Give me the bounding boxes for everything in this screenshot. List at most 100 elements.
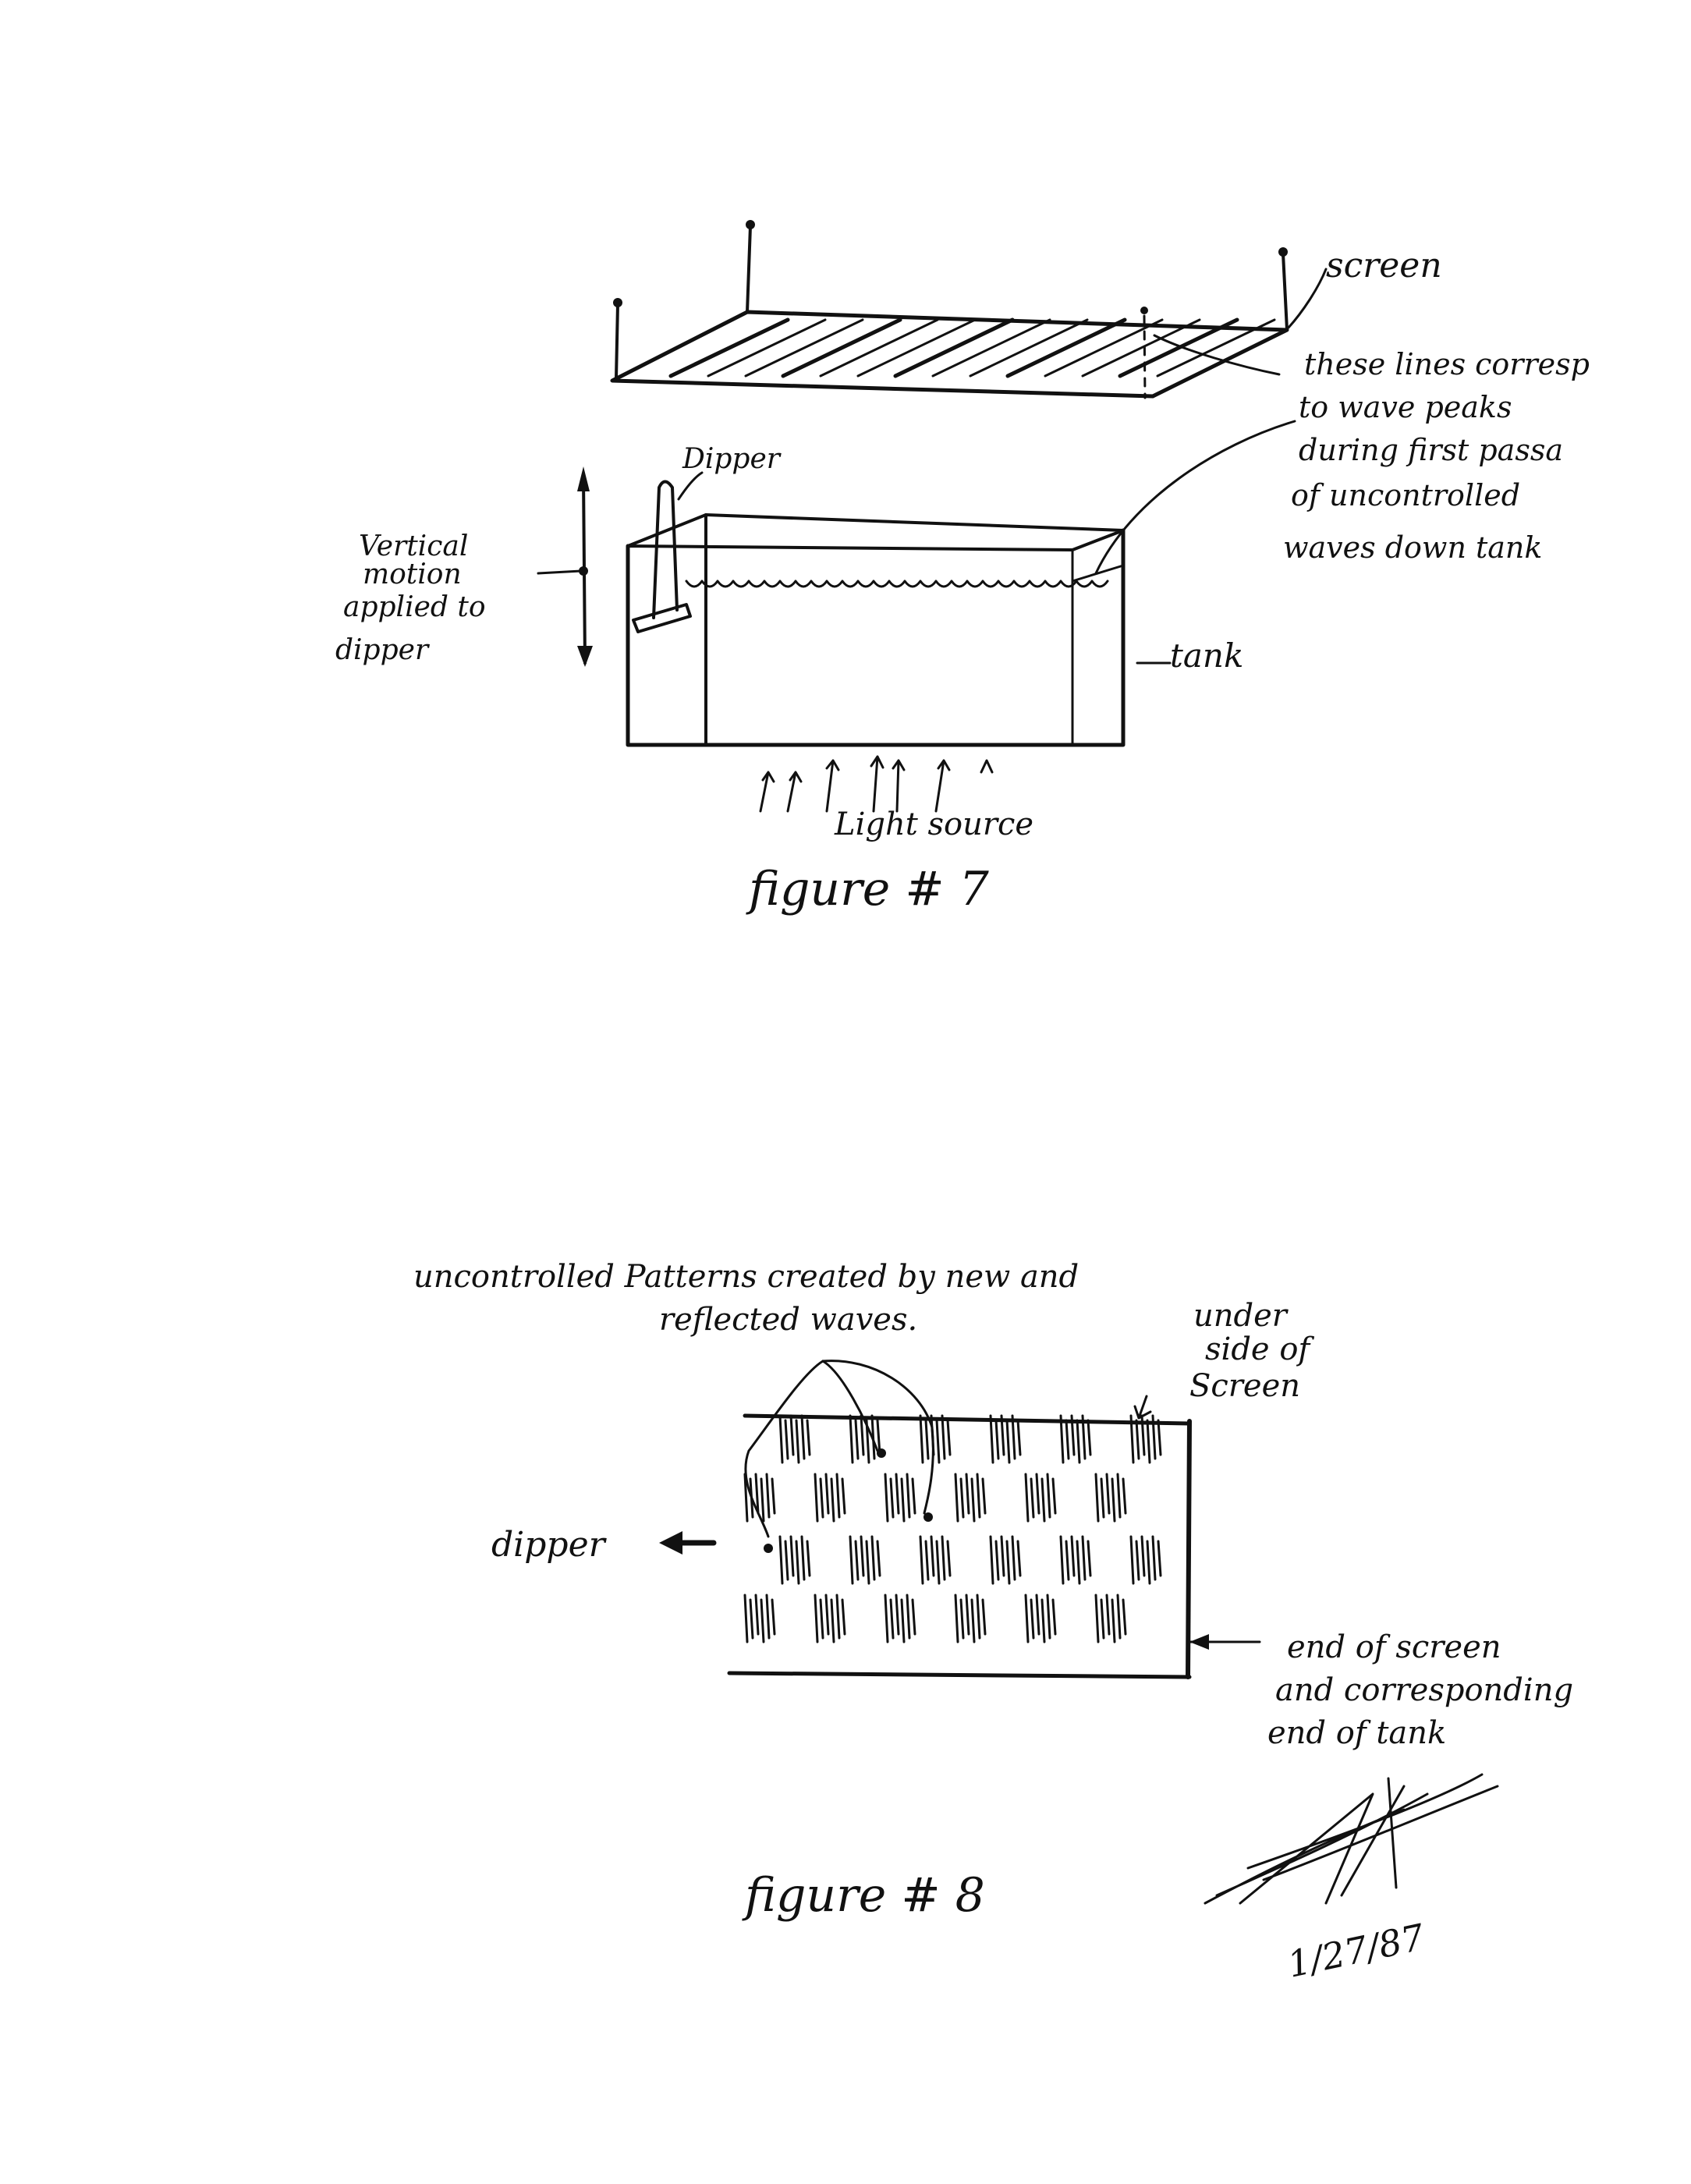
lines-note-4: of uncontrolled [1291,478,1520,512]
pattern-stroke [760,1598,765,1643]
pattern-stroke [819,1477,824,1519]
pattern-stroke [771,1598,776,1636]
pattern-stroke [765,1594,771,1640]
pattern-stroke [1011,1535,1016,1581]
pattern-stroke [1157,1419,1162,1456]
pattern-stroke [860,1535,865,1577]
pattern-stroke [981,1598,987,1636]
pattern-stroke [1016,1419,1022,1456]
end-note-1: end of screen [1287,1629,1501,1665]
lines-note-1: these lines corresp [1304,347,1590,381]
tank-label: tank [1170,636,1243,675]
hatch-line [1044,318,1164,378]
pattern-stroke [806,1419,811,1456]
pattern-stroke [795,1540,800,1585]
pattern-stroke [814,1473,819,1523]
figure-8: uncontrolled Patterns created by new and… [413,1259,1573,1923]
pattern-stroke [1024,1594,1030,1643]
light-source-label: Light source [834,807,1033,842]
pattern-stroke [976,1594,981,1640]
hatch-line [744,318,864,378]
pattern-stroke [1140,1535,1146,1577]
patterns-note-2: reflected waves. [659,1302,917,1338]
pattern-stroke [1111,1598,1116,1643]
pattern-stroke [1122,1598,1127,1636]
pattern-stroke [849,1535,854,1585]
pattern-stroke [1081,1414,1087,1460]
underside-label-1: under [1193,1298,1289,1334]
pattern-stroke [1070,1535,1076,1577]
pattern-stroke [784,1419,789,1460]
underside-label-2: side of [1205,1331,1314,1367]
pattern-stroke [1051,1477,1057,1515]
dipper-label: Dipper [682,443,782,475]
pattern-stroke [895,1473,900,1515]
pattern-stroke [1094,1594,1100,1643]
pattern-stroke [1100,1598,1105,1640]
pattern-stroke [814,1594,819,1643]
pattern-stroke [876,1540,881,1577]
pattern-stroke [941,1414,946,1460]
pattern-stroke [841,1598,846,1636]
pattern-stroke [1157,1540,1162,1577]
pattern-stroke [1065,1419,1070,1460]
pattern-stroke [1105,1473,1111,1515]
signature: 1/27/87 [1204,1773,1499,1986]
pattern-stroke [1146,1419,1151,1464]
pattern-stroke [1024,1473,1030,1523]
pattern-stroke [1011,1414,1016,1460]
pattern-stroke [911,1477,916,1515]
pattern-stroke [1135,1419,1140,1460]
pattern-stroke [994,1540,1000,1581]
hatch-line [1156,318,1276,378]
end-note-3: end of tank [1267,1715,1446,1751]
pattern-stroke [743,1594,749,1643]
pattern-stroke [1100,1477,1105,1519]
hatch-line [1081,318,1201,378]
pattern-stroke [771,1477,776,1515]
date-label: 1/27/87 [1284,1916,1428,1986]
wave-peak-lines [668,317,1276,378]
pattern-stroke [935,1419,941,1464]
pattern-stroke [835,1473,841,1519]
pattern-stroke [1116,1473,1122,1519]
pattern-stroke [924,1540,930,1581]
pattern-stroke [959,1598,965,1640]
pattern-stroke [965,1473,970,1515]
hatch-line [931,318,1051,378]
pattern-stroke [941,1535,946,1581]
pattern-stroke [1146,1540,1151,1585]
vertical-motion-4: dipper [335,634,430,666]
pattern-stroke [1151,1535,1157,1581]
pattern-stroke [1046,1594,1051,1640]
pattern-stroke [989,1535,994,1585]
pattern-stroke [981,1477,987,1515]
pattern-stroke [789,1414,795,1456]
pattern-stroke [1129,1535,1135,1585]
hatch-line [781,317,902,378]
pattern-stroke [1040,1477,1046,1523]
pattern-stroke [819,1598,824,1640]
lines-note-3: during first passa [1299,433,1563,467]
pattern-stroke [1087,1540,1092,1577]
pattern-stroke [1081,1535,1087,1581]
pattern-stroke [1065,1540,1070,1581]
pattern-stroke [959,1477,965,1519]
pattern-stroke [841,1477,846,1515]
pattern-stroke [830,1598,835,1643]
pattern-stroke [824,1473,830,1515]
pattern-stroke [854,1540,860,1581]
vertical-motion-1: Vertical [359,530,468,562]
pattern-stroke [1094,1473,1100,1523]
pattern-stroke [830,1477,835,1523]
wave-pattern-hatches [743,1414,1162,1643]
figure-8-caption: figure # 8 [742,1868,985,1923]
pattern-stroke [870,1535,876,1581]
pattern-stroke [795,1419,800,1464]
vertical-motion-2: motion [363,558,462,590]
underside-label-3: Screen [1189,1368,1300,1404]
pattern-stroke [1000,1414,1005,1456]
pattern-stroke [1151,1414,1157,1460]
pattern-stroke [884,1473,889,1523]
